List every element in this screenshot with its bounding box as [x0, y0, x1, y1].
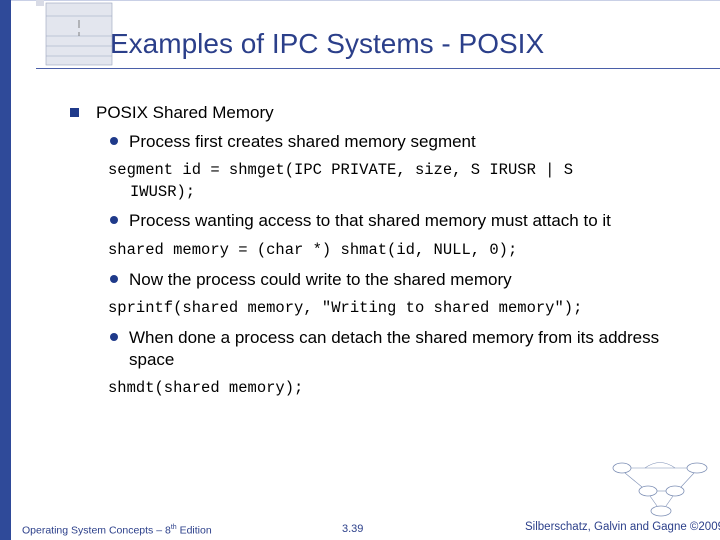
- process-state-diagram: [612, 462, 708, 517]
- round-bullet-icon: [110, 216, 118, 224]
- title-rule: [36, 68, 720, 69]
- round-bullet-icon: [110, 137, 118, 145]
- memory-layout-logo: [36, 0, 113, 66]
- left-accent-bar: [0, 0, 11, 540]
- bullet-item: Now the process could write to the share…: [110, 269, 700, 291]
- bullet-item: Process wanting access to that shared me…: [110, 210, 700, 232]
- footer-copyright: Silberschatz, Galvin and Gagne ©2009: [525, 521, 720, 533]
- code-block: shmdt(shared memory);: [108, 379, 304, 397]
- bullet-item: Process first creates shared memory segm…: [110, 131, 700, 153]
- page-number: 3.39: [342, 523, 364, 535]
- code-block: shared memory = (char *) shmat(id, NULL,…: [108, 241, 518, 259]
- code-block: segment id = shmget(IPC PRIVATE, size, S…: [108, 161, 574, 201]
- round-bullet-icon: [110, 333, 118, 341]
- top-border: [11, 0, 720, 1]
- code-block: sprintf(shared memory, "Writing to share…: [108, 299, 583, 317]
- footer-book-title: Operating System Concepts – 8th Edition: [22, 524, 212, 537]
- slide-title: Examples of IPC Systems - POSIX: [110, 28, 545, 59]
- bullet-item: When done a process can detach the share…: [110, 327, 700, 371]
- square-bullet-icon: [70, 108, 79, 117]
- round-bullet-icon: [110, 275, 118, 283]
